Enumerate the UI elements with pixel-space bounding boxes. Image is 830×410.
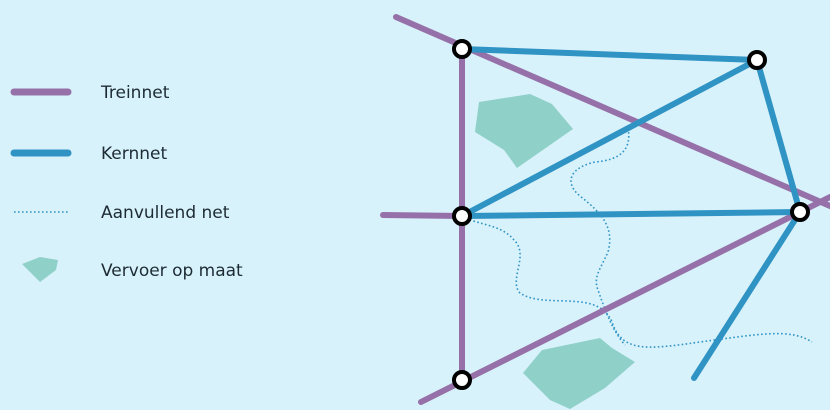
legend-core-label: Kernnet bbox=[101, 144, 167, 164]
supplementary-route bbox=[570, 127, 630, 346]
station-node bbox=[452, 39, 472, 59]
core-line bbox=[459, 57, 760, 219]
core-line bbox=[754, 57, 803, 215]
station-node bbox=[790, 202, 810, 222]
core-line bbox=[691, 209, 803, 381]
train-line bbox=[380, 212, 466, 219]
core-line bbox=[459, 46, 760, 63]
core-line bbox=[459, 209, 803, 219]
stations bbox=[452, 39, 810, 390]
legend-supplementary-label: Aanvullend net bbox=[101, 203, 230, 223]
on-demand-area bbox=[523, 338, 635, 409]
legend: Treinnet Kernnet Aanvullend net Vervoer … bbox=[10, 83, 243, 282]
station-node bbox=[747, 50, 767, 70]
core-network bbox=[459, 46, 803, 381]
on-demand-area bbox=[475, 94, 573, 168]
legend-on-demand-label: Vervoer op maat bbox=[101, 261, 243, 281]
train-line bbox=[418, 194, 830, 405]
station-node bbox=[452, 370, 472, 390]
station-node bbox=[452, 206, 472, 226]
legend-on-demand-shape-icon bbox=[22, 257, 58, 282]
supplementary-route bbox=[465, 217, 813, 348]
legend-train-label: Treinnet bbox=[100, 83, 170, 103]
